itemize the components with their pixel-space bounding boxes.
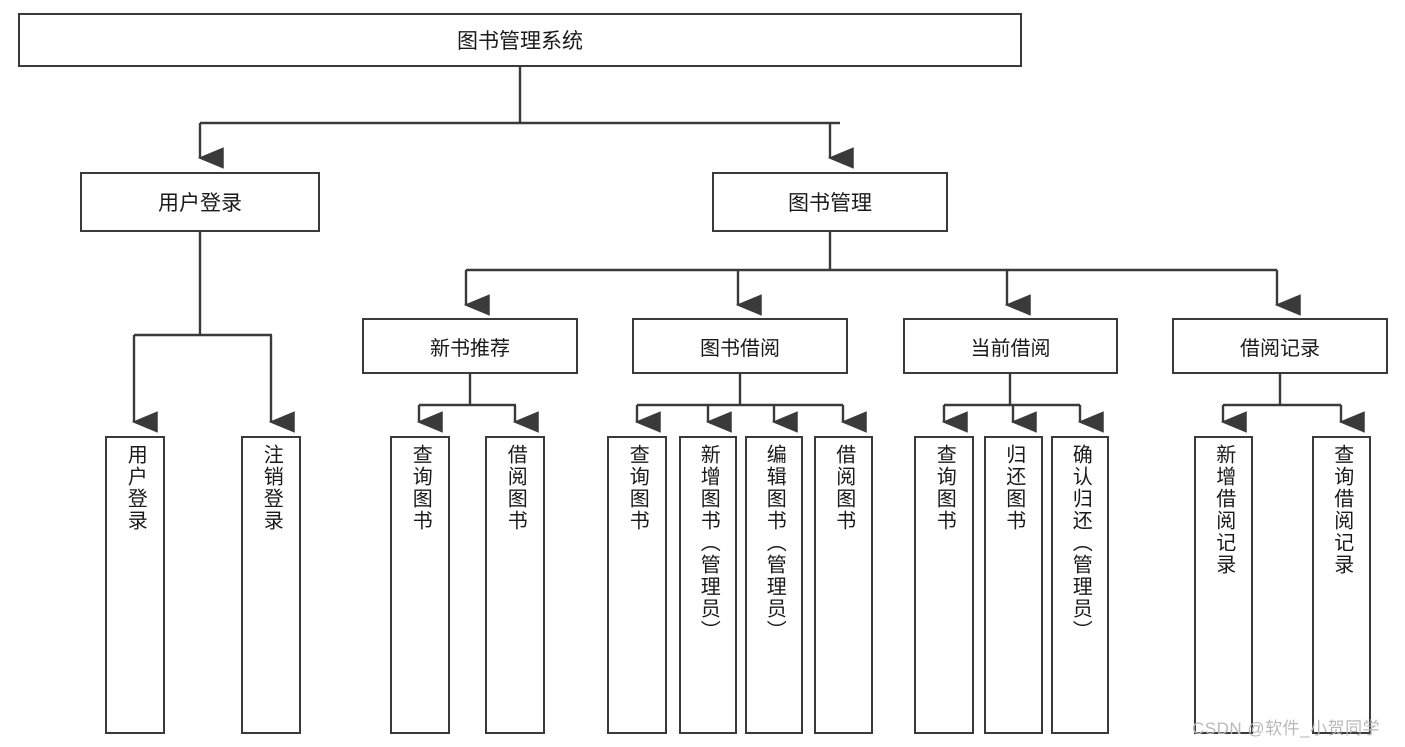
node-book-management[interactable]: 图书管理 [712, 172, 948, 232]
node-user-login-label: 用户登录 [158, 192, 242, 215]
node-book-borrow[interactable]: 图书借阅 [632, 318, 848, 374]
leaf-query-book-borrow[interactable]: 查询图书 [607, 436, 667, 734]
node-current-borrow-label: 当前借阅 [970, 337, 1051, 360]
node-borrow-record-label: 借阅记录 [1240, 337, 1320, 360]
leaf-query-book-recommend[interactable]: 查询图书 [390, 436, 450, 734]
leaf-borrow-book[interactable]: 借阅图书 [814, 436, 873, 734]
leaf-borrow-book-recommend-label: 借阅图书 [504, 444, 527, 532]
leaf-borrow-book-label: 借阅图书 [832, 444, 855, 532]
leaf-logout[interactable]: 注销登录 [241, 436, 301, 734]
node-new-book-recommend[interactable]: 新书推荐 [362, 318, 578, 374]
leaf-edit-book-admin[interactable]: 编辑图书（管理员） [745, 436, 803, 734]
leaf-query-book-current[interactable]: 查询图书 [914, 436, 974, 734]
leaf-query-book-current-label: 查询图书 [933, 444, 956, 532]
leaf-confirm-return-admin-label: 确认归还（管理员） [1069, 444, 1092, 642]
leaf-user-login-label: 用户登录 [124, 444, 147, 532]
csdn-watermark: CSDN @软件_小贺同学 [1192, 719, 1381, 738]
node-current-borrow[interactable]: 当前借阅 [903, 318, 1118, 374]
node-book-management-label: 图书管理 [788, 192, 872, 215]
leaf-confirm-return-admin[interactable]: 确认归还（管理员） [1051, 436, 1109, 734]
leaf-query-borrow-record-label: 查询借阅记录 [1330, 444, 1353, 576]
leaf-add-borrow-record-label: 新增借阅记录 [1212, 444, 1235, 576]
leaf-add-borrow-record[interactable]: 新增借阅记录 [1194, 436, 1253, 734]
leaf-borrow-book-recommend[interactable]: 借阅图书 [485, 436, 545, 734]
node-root-label: 图书管理系统 [457, 30, 583, 53]
leaf-query-book-recommend-label: 查询图书 [409, 444, 432, 532]
node-borrow-record[interactable]: 借阅记录 [1172, 318, 1388, 374]
node-user-login[interactable]: 用户登录 [80, 172, 320, 232]
node-book-borrow-label: 图书借阅 [700, 337, 780, 360]
leaf-query-book-borrow-label: 查询图书 [626, 444, 649, 532]
leaf-add-book-admin-label: 新增图书（管理员） [697, 444, 720, 642]
leaf-add-book-admin[interactable]: 新增图书（管理员） [679, 436, 737, 734]
leaf-logout-label: 注销登录 [260, 444, 283, 532]
node-new-book-recommend-label: 新书推荐 [430, 337, 510, 360]
node-root[interactable]: 图书管理系统 [18, 13, 1022, 67]
leaf-return-book-label: 归还图书 [1002, 444, 1025, 532]
leaf-query-borrow-record[interactable]: 查询借阅记录 [1312, 436, 1371, 734]
leaf-user-login[interactable]: 用户登录 [105, 436, 165, 734]
leaf-return-book[interactable]: 归还图书 [984, 436, 1043, 734]
leaf-edit-book-admin-label: 编辑图书（管理员） [763, 444, 786, 642]
